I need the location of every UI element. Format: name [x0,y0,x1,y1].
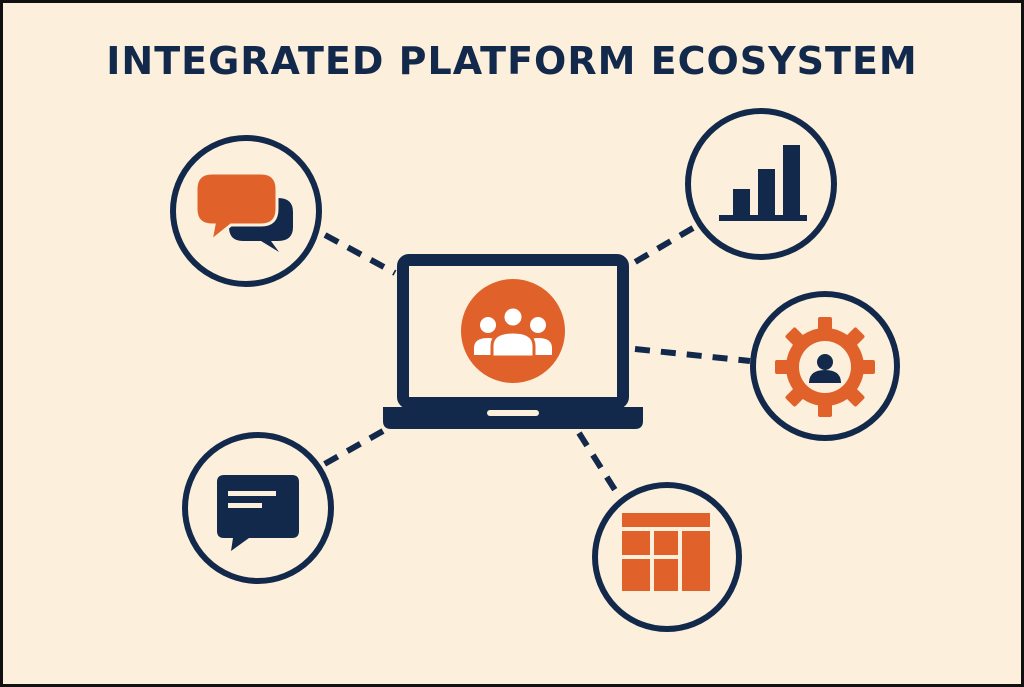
connector-message [319,428,385,469]
connector-user-settings [634,346,751,364]
bar-chart-icon [719,145,807,221]
chat-bubbles-icon [194,171,293,252]
ecosystem-diagram [170,108,900,632]
grid-layout-icon [622,513,710,591]
node-layout [592,482,742,632]
gear-user-icon [775,317,875,417]
node-chat [170,135,322,287]
diagram-title: INTEGRATED PLATFORM ECOSYSTEM [106,39,918,83]
connector-chat [323,232,397,276]
connectors [319,225,751,492]
message-bubble-icon [217,475,299,551]
node-analytics [685,108,837,260]
diagram-canvas: INTEGRATED PLATFORM ECOSYSTEM [3,3,1021,684]
user-group-icon [461,279,565,383]
connector-analytics [628,225,695,268]
laptop-icon [383,254,643,429]
node-message [182,432,334,584]
connector-layout [576,431,618,492]
node-user-settings [750,291,900,441]
